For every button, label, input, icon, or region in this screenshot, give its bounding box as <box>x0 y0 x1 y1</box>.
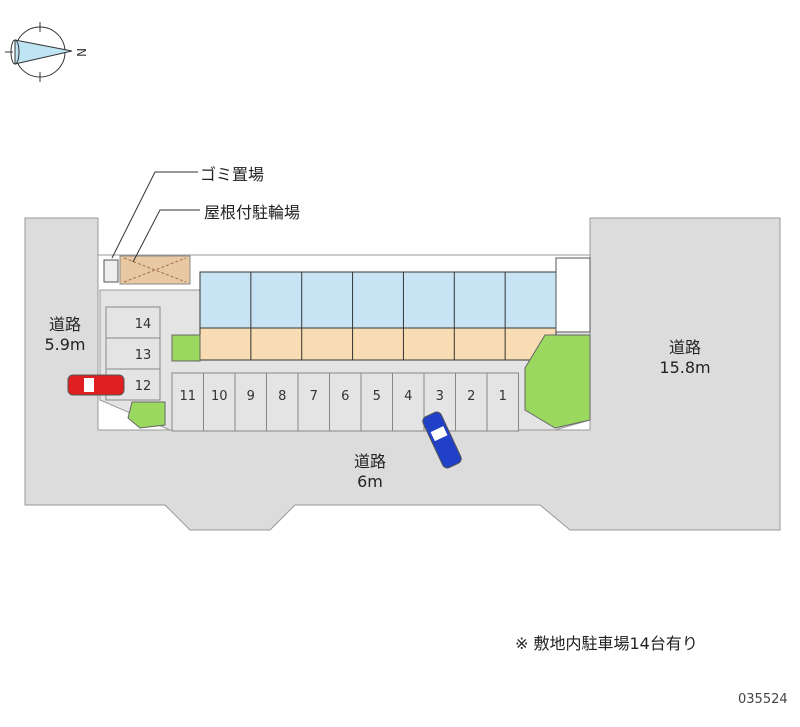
apartment-building <box>199 271 557 361</box>
parking-space-number: 7 <box>310 389 318 404</box>
parking-space-number: 11 <box>179 389 196 404</box>
road-name: 道路 <box>353 452 386 471</box>
parking-space-number: 13 <box>135 348 152 363</box>
green-area <box>524 334 591 429</box>
green-area <box>127 401 166 429</box>
parking-space-number: 14 <box>135 317 152 332</box>
parking-space-number: 10 <box>211 389 228 404</box>
compass-north-label: N <box>74 48 88 57</box>
road-name: 道路 <box>48 315 81 334</box>
parking-space-number: 6 <box>341 389 349 404</box>
road-width: 5.9m <box>44 335 86 354</box>
parking-space-number: 8 <box>278 389 286 404</box>
parking-space-number: 12 <box>135 379 152 394</box>
parking-note: ※ 敷地内駐車場14台有り <box>515 634 698 653</box>
garbage-area <box>103 259 119 283</box>
parking-space <box>297 372 330 432</box>
road-name: 道路 <box>668 338 701 357</box>
parking-space-number: 1 <box>499 389 507 404</box>
parking-space-number: 2 <box>467 389 475 404</box>
parking-space <box>105 306 161 339</box>
property-code: 035524 <box>738 692 788 707</box>
compass-icon <box>5 22 73 82</box>
parking-space <box>486 372 519 432</box>
road-width: 6m <box>357 472 383 491</box>
bicycle-parking-label: 屋根付駐輪場 <box>204 203 301 222</box>
parking-space <box>105 337 161 370</box>
garbage-area-label: ゴミ置場 <box>200 165 265 184</box>
road-width: 15.8m <box>659 358 711 377</box>
parking-space <box>266 372 299 432</box>
red-car-icon <box>67 374 125 396</box>
bicycle-parking <box>119 255 191 285</box>
parking-space-number: 4 <box>404 389 412 404</box>
green-area <box>171 334 201 362</box>
parking-space-number: 9 <box>247 389 255 404</box>
tiled-area <box>555 257 591 333</box>
parking-space-number: 5 <box>373 389 381 404</box>
blue-car-icon <box>422 411 462 469</box>
parking-space-number: 3 <box>436 389 444 404</box>
